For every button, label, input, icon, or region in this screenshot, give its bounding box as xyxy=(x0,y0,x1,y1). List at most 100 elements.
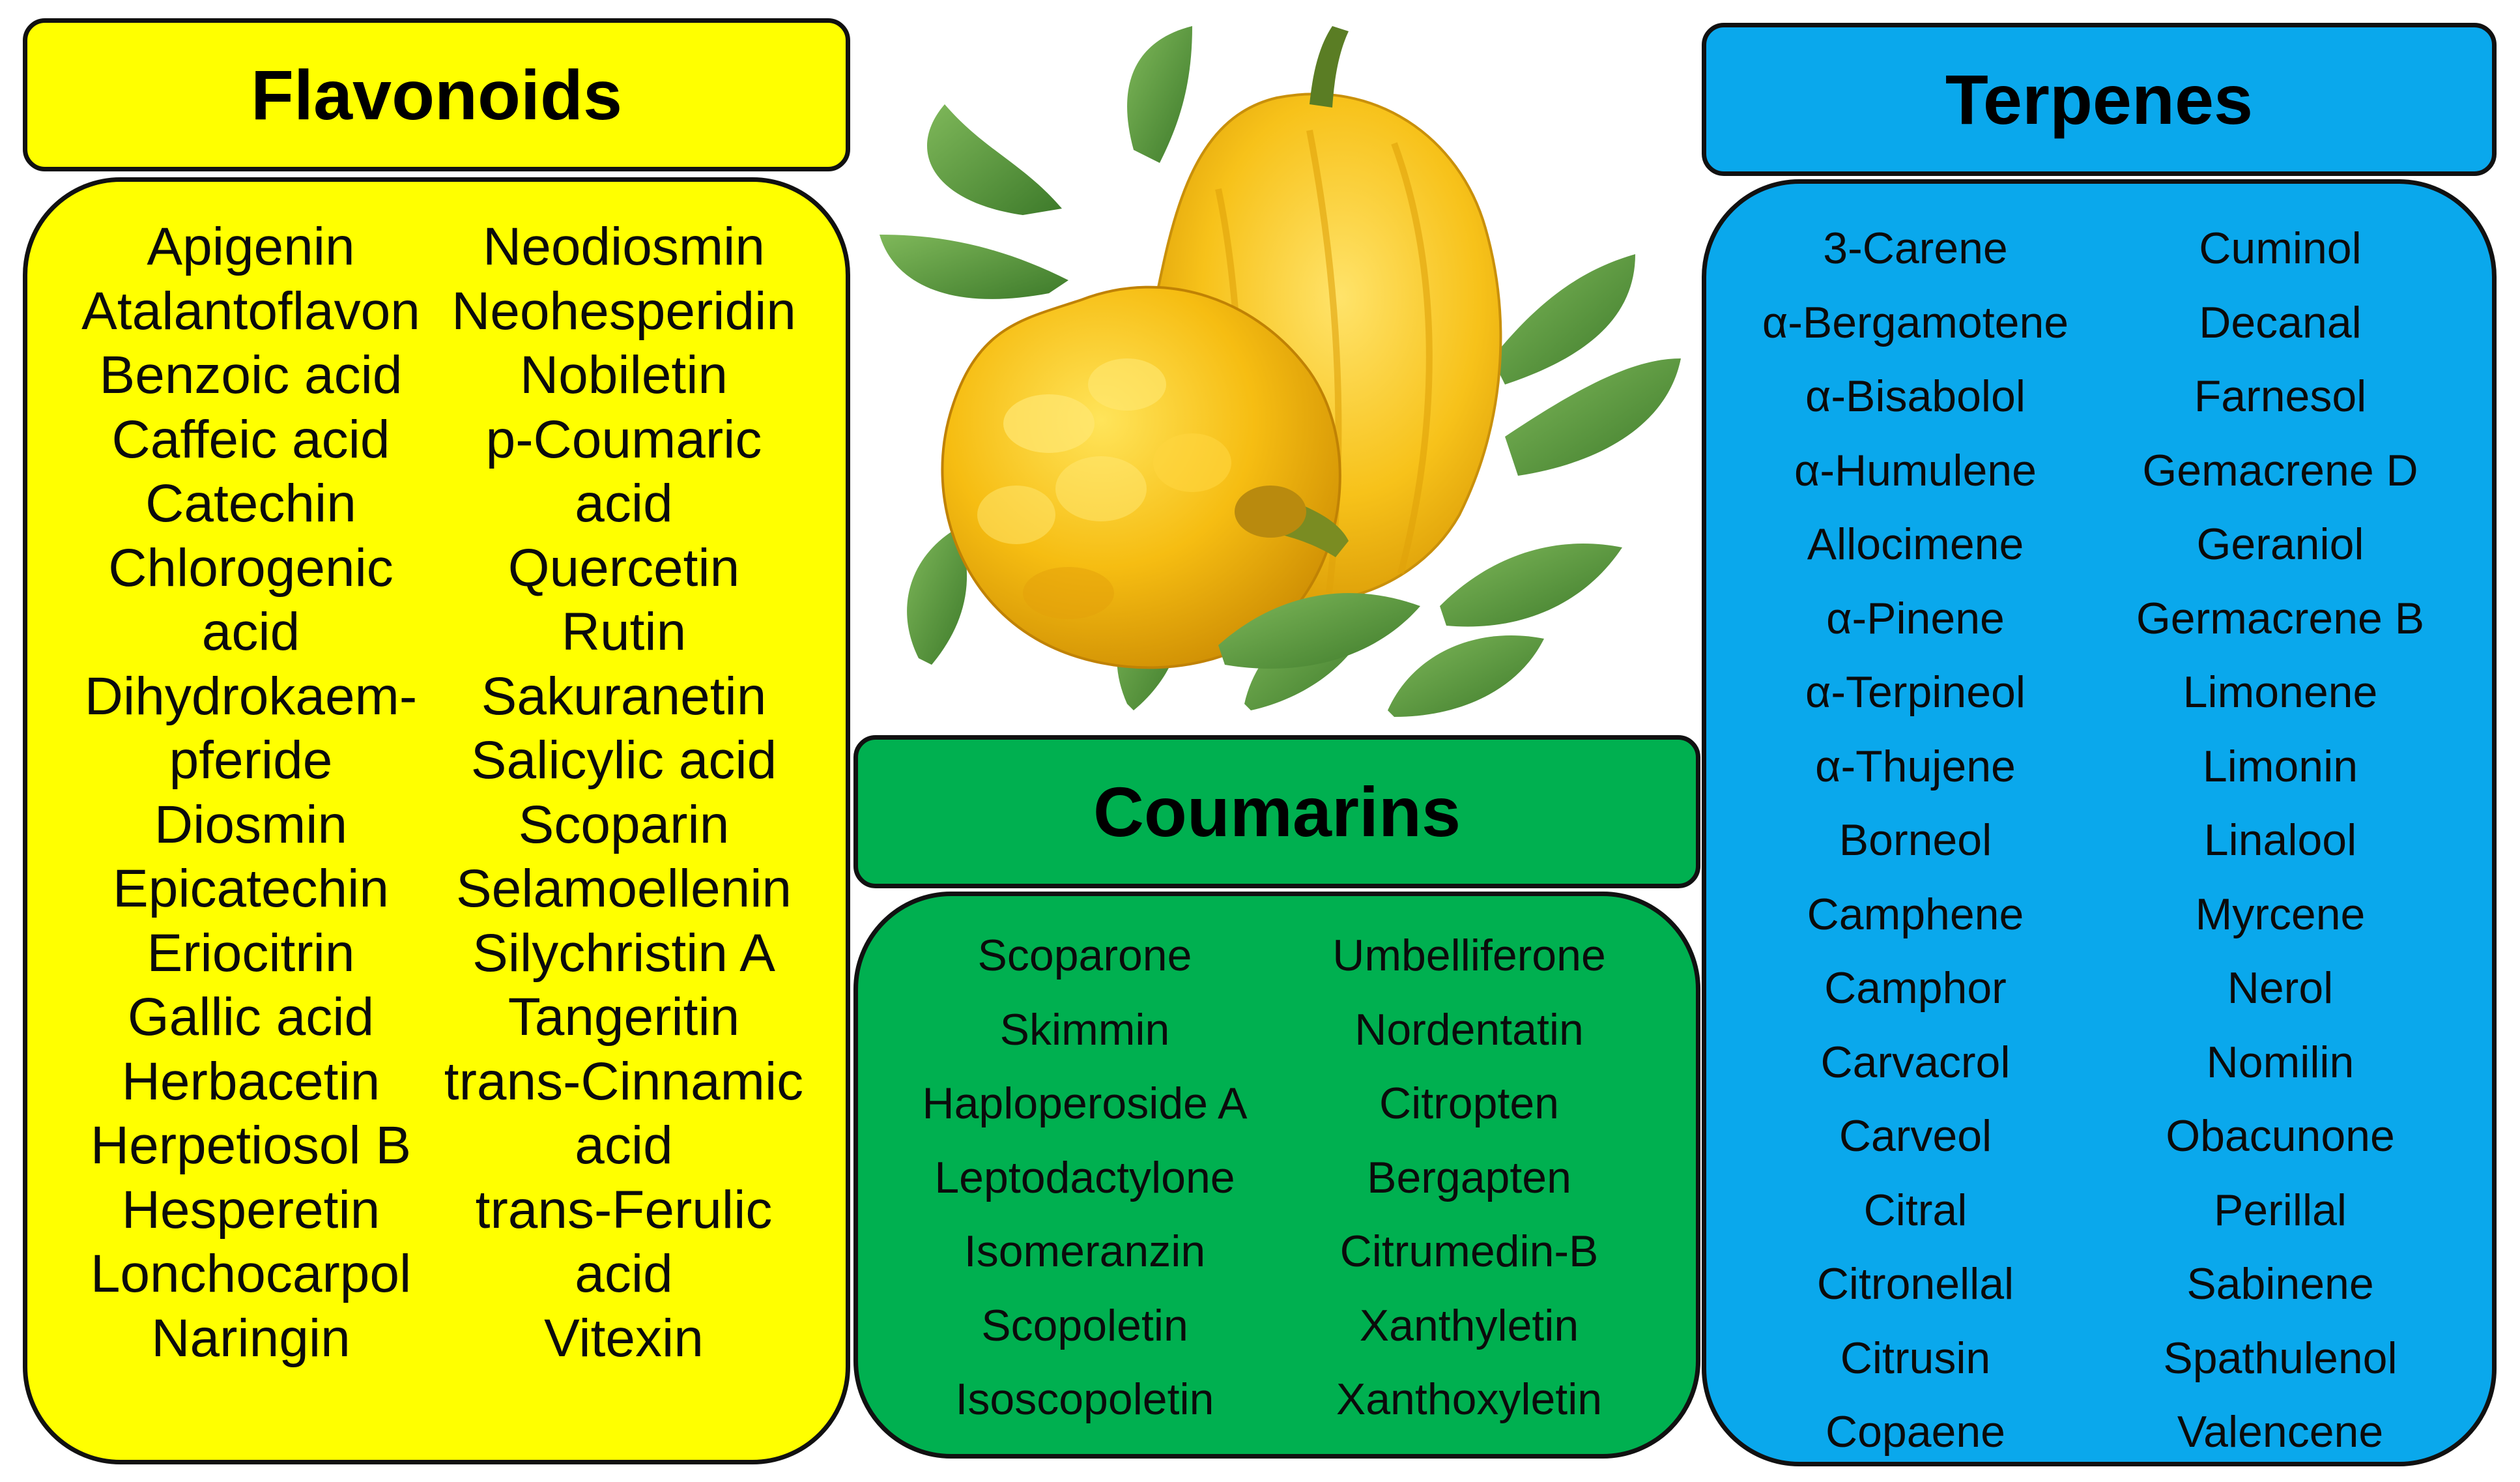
terpenes-compound: Limonene xyxy=(2183,667,2378,717)
terpenes-compound: 3-Carene xyxy=(1823,224,2008,273)
terpenes-compound: Germacrene B xyxy=(2136,593,2425,643)
coumarins-compound: Leptodactylone xyxy=(934,1152,1235,1202)
terpenes-compound: Citronellal xyxy=(1816,1259,2014,1309)
coumarins-compound: Scopoletin xyxy=(981,1300,1188,1350)
terpenes-compound: Decanal xyxy=(2199,297,2362,347)
terpenes-compound: Nomilin xyxy=(2206,1037,2355,1087)
flavonoids-compound: Dihydrokaem- xyxy=(84,666,418,726)
terpenes-compound: Camphor xyxy=(1824,963,2007,1013)
flavonoids-compound: Sakuranetin xyxy=(481,666,767,726)
terpenes-compound: Cuminol xyxy=(2199,224,2362,273)
coumarins-compound: Isoscopoletin xyxy=(955,1374,1214,1424)
flavonoids-compound: Tangeritin xyxy=(508,987,740,1047)
terpenes-compound: Carvacrol xyxy=(1820,1037,2011,1087)
coumarins-compound: Isomeranzin xyxy=(964,1227,1206,1276)
terpenes-compound: Obacunone xyxy=(2166,1111,2395,1161)
flavonoids-compound: Nobiletin xyxy=(519,345,728,405)
flavonoids-compound: acid xyxy=(575,1244,673,1303)
flavonoids-compound: Neodiosmin xyxy=(483,217,765,276)
flavonoids-compound: Vitexin xyxy=(544,1308,704,1368)
coumarins-compound: Bergapten xyxy=(1367,1152,1571,1202)
flavonoids-compound: Hesperetin xyxy=(121,1180,380,1240)
flavonoids-compound: Rutin xyxy=(561,602,687,661)
coumarins-panel xyxy=(853,892,1700,1459)
terpenes-compound: Valencene xyxy=(2177,1407,2384,1457)
flavonoids-compound: Chlorogenic xyxy=(108,538,394,598)
flavonoids-compound: Selamoellenin xyxy=(455,859,792,918)
flavonoids-compound: Atalantoflavon xyxy=(81,281,420,341)
terpenes-list-1: 3-Carene α-Bergamotene α-Bisabolol α-Humule… xyxy=(1733,212,2098,1470)
terpenes-compound: Perillal xyxy=(2213,1185,2347,1235)
terpenes-compound: Linalool xyxy=(2203,815,2357,865)
terpenes-compound: Spathulenol xyxy=(2163,1333,2398,1383)
coumarins-compound: Umbelliferone xyxy=(1332,931,1606,980)
coumarins-compound: Citropten xyxy=(1379,1079,1559,1128)
terpenes-compound: Geraniol xyxy=(2196,519,2364,569)
terpenes-compound: α-Thujene xyxy=(1815,741,2016,791)
terpenes-compound: Sabinene xyxy=(2186,1259,2374,1309)
flavonoids-title: Flavonoids xyxy=(250,55,623,134)
flavonoids-compound: Diosmin xyxy=(154,794,348,854)
flavonoids-compound: Silychristin A xyxy=(472,923,775,983)
flavonoids-compound: Scoparin xyxy=(518,794,730,854)
terpenes-compound: Gemacrene D xyxy=(2142,445,2418,495)
flavonoids-header: Flavonoids xyxy=(23,18,850,171)
terpenes-compound: Carveol xyxy=(1839,1111,1992,1161)
terpenes-compound: Farnesol xyxy=(2194,371,2367,421)
flavonoids-compound: Eriocitrin xyxy=(147,923,355,983)
terpenes-compound: α-Terpineol xyxy=(1805,667,2026,717)
coumarins-compound: Haploperoside A xyxy=(922,1079,1248,1128)
flavonoids-compound: Salicylic acid xyxy=(470,731,777,790)
terpenes-title: Terpenes xyxy=(1945,60,2254,139)
terpenes-compound: Allocimene xyxy=(1807,519,2024,569)
terpenes-panel xyxy=(1702,179,2497,1466)
flavonoids-compound: Herpetiosol B xyxy=(90,1116,412,1175)
coumarins-compound: Scoparone xyxy=(977,931,1192,980)
flavonoids-compound: Naringin xyxy=(151,1308,351,1368)
terpenes-compound: α-Bisabolol xyxy=(1805,371,2026,421)
flavonoids-compound: Benzoic acid xyxy=(99,345,403,405)
coumarins-compound: Xanthoxyletin xyxy=(1336,1374,1603,1424)
flavonoids-compound: Herbacetin xyxy=(121,1051,380,1111)
coumarins-compound: Xanthyletin xyxy=(1359,1300,1579,1350)
terpenes-compound: α-Pinene xyxy=(1826,593,2005,643)
terpenes-compound: α-Humulene xyxy=(1794,445,2037,495)
flavonoids-compound: Apigenin xyxy=(147,217,355,276)
coumarins-title: Coumarins xyxy=(1093,772,1461,851)
coumarins-compound: Citrumedin-B xyxy=(1339,1227,1599,1276)
coumarins-header: Coumarins xyxy=(853,735,1700,888)
flavonoids-compound: acid xyxy=(201,602,300,661)
terpenes-compound: Copaene xyxy=(1825,1407,2006,1457)
terpenes-compound: Camphene xyxy=(1807,889,2024,939)
terpenes-compound: Citral xyxy=(1863,1185,1968,1235)
terpenes-compound: Myrcene xyxy=(2195,889,2366,939)
flavonoids-compound: acid xyxy=(575,1116,673,1175)
flavonoids-compound: Caffeic acid xyxy=(111,409,390,469)
flavonoids-compound: pferide xyxy=(169,731,333,790)
flavonoids-compound: Catechin xyxy=(145,474,356,533)
terpenes-compound: Citrusin xyxy=(1840,1333,1991,1383)
terpenes-compound: α-Bergamotene xyxy=(1762,297,2069,347)
flavonoids-compound: Gallic acid xyxy=(127,987,375,1047)
flavonoids-compound: Epicatechin xyxy=(113,859,389,918)
terpenes-compound: Nerol xyxy=(2227,963,2334,1013)
flavonoids-panel xyxy=(23,177,850,1464)
flavonoids-compound: trans-Cinnamic xyxy=(444,1051,804,1111)
terpenes-compound: Limonin xyxy=(2202,741,2358,791)
flavonoids-compound: Quercetin xyxy=(508,538,740,598)
terpenes-compound: Borneol xyxy=(1839,815,1992,865)
coumarins-compound: Skimmin xyxy=(999,1004,1170,1054)
flavonoids-compound: acid xyxy=(575,474,673,533)
citron-fruit-icon xyxy=(880,26,1681,717)
coumarins-compound: Nordentatin xyxy=(1354,1004,1584,1054)
flavonoids-compound: Neohesperidin xyxy=(451,281,796,341)
flavonoids-compound: Lonchocarpol xyxy=(90,1244,412,1303)
flavonoids-compound: p-Coumaric xyxy=(485,409,762,469)
terpenes-header: Terpenes xyxy=(1702,23,2497,176)
flavonoids-compound: trans-Ferulic xyxy=(475,1180,773,1240)
